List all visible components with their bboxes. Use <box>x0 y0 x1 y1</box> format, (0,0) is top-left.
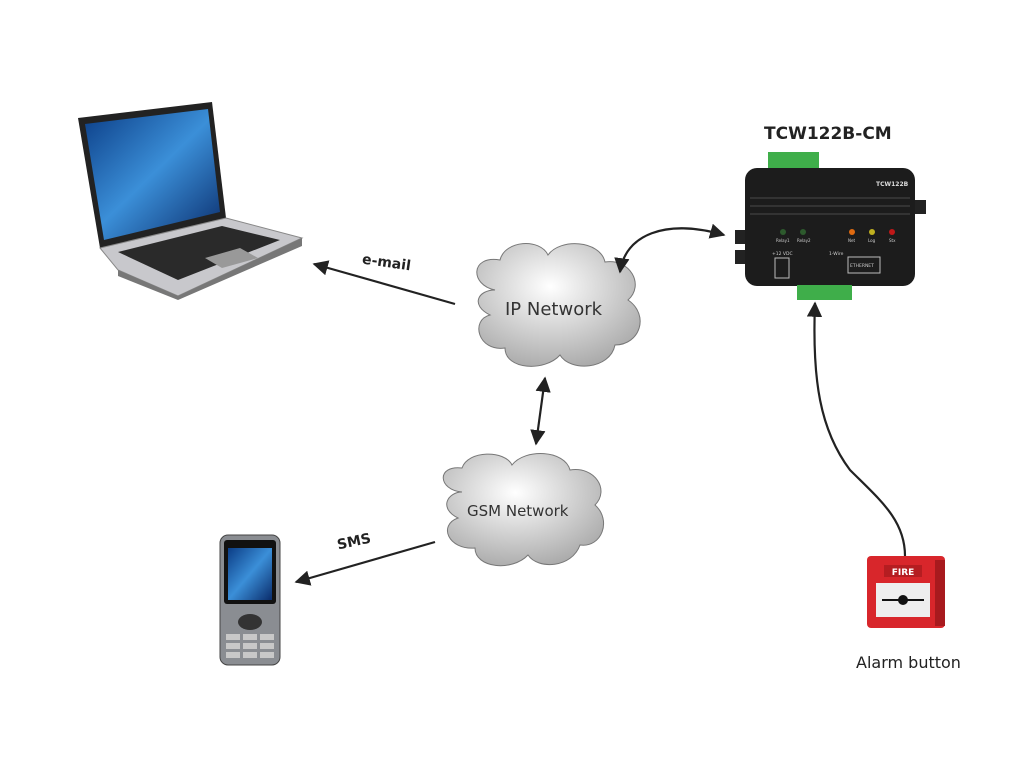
led-label: Relay2 <box>797 238 811 243</box>
alarm-sign: FIRE <box>892 568 915 578</box>
ip-network-cloud <box>476 243 641 367</box>
alarm-device-arrow <box>806 301 907 557</box>
device-port-label: ETHERNET <box>850 263 874 269</box>
device-power-label: +12 VDC <box>772 251 793 257</box>
laptop-icon <box>78 102 304 300</box>
controller-device-icon: TCW122B ETHERNET +12 VDC 1-Wire Relay1 R… <box>735 152 926 300</box>
led-label: Log <box>868 238 876 243</box>
mobile-phone-icon <box>219 534 281 666</box>
email-arrow <box>312 260 456 306</box>
device-title: TCW122B-CM <box>764 124 892 144</box>
ip-device-arrow <box>614 223 726 274</box>
led-label: Net <box>848 238 855 243</box>
fire-alarm-button-icon: FIRE <box>867 556 945 628</box>
led-label: Stx <box>889 238 896 243</box>
ip-gsm-arrow <box>530 376 551 446</box>
device-bus-label: 1-Wire <box>829 251 844 257</box>
device-face-label: TCW122B <box>876 181 909 188</box>
gsm-network-label: GSM Network <box>467 502 569 520</box>
alarm-label: Alarm button <box>856 653 961 672</box>
ip-network-label: IP Network <box>505 299 603 320</box>
led-label: Relay1 <box>776 238 790 243</box>
sms-arrow <box>294 540 436 586</box>
gsm-network-cloud <box>442 453 605 567</box>
